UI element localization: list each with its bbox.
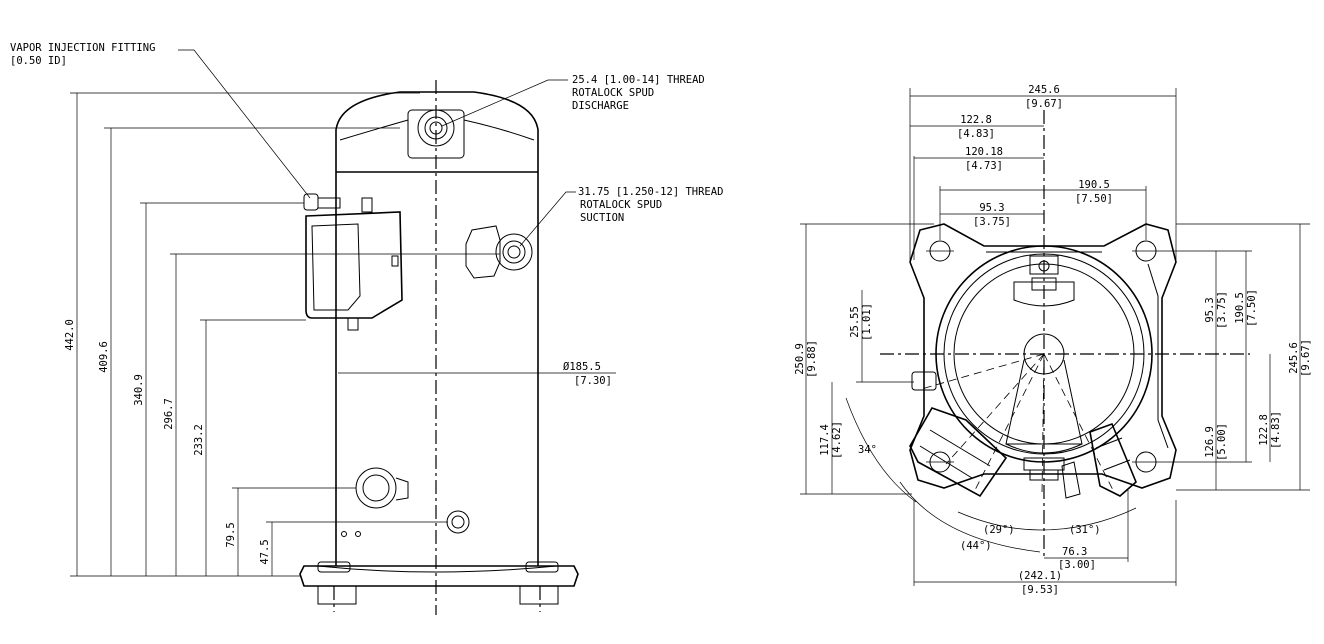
- top-dim-95-3-in: [3.75]: [973, 216, 1011, 228]
- top-dim-190-5: 190.5: [1078, 179, 1110, 191]
- suction-spud-top: [1089, 422, 1137, 497]
- suction-spud-label: ROTALOCK SPUD: [580, 199, 662, 211]
- base-plate: [299, 565, 579, 587]
- right-dim-95-3: 95.3: [1204, 297, 1216, 322]
- diameter-label: Ø185.5: [563, 361, 601, 373]
- oil-fitting: [355, 467, 397, 509]
- top-dim-95-3: 95.3: [979, 202, 1004, 214]
- vapor-injection-top: [911, 371, 937, 391]
- shell-inner: [943, 253, 1145, 455]
- top-dim-120-18-in: [4.73]: [965, 160, 1003, 172]
- right-dim-126-9: 126.9: [1204, 426, 1216, 458]
- shell-outer: [935, 245, 1153, 463]
- left-dim-117-4: 117.4: [819, 424, 831, 456]
- right-dim-245-6-in: [9.67]: [1300, 339, 1312, 377]
- terminal-box-top: [909, 407, 1008, 498]
- right-dim-190-5-in: [7.50]: [1246, 289, 1258, 327]
- dim-340-9: 340.9: [133, 374, 145, 406]
- right-dim-126-9-in: [5.00]: [1216, 423, 1228, 461]
- diameter-label-in: [7.30]: [574, 375, 612, 387]
- process-fitting: [446, 510, 470, 534]
- left-dim-117-4-in: [4.62]: [831, 421, 843, 459]
- left-dim-250-9: 250.9: [794, 343, 806, 375]
- discharge-spud-label: ROTALOCK SPUD: [572, 87, 654, 99]
- angle-29: (29°): [983, 524, 1015, 536]
- dim-296-7: 296.7: [163, 398, 175, 430]
- bottom-dim-76-3-in: [3.00]: [1058, 559, 1096, 571]
- suction-spud: [495, 233, 533, 271]
- right-dim-95-3-in: [3.75]: [1216, 291, 1228, 329]
- left-dim-25-55-in: [1.01]: [861, 303, 873, 341]
- dim-442: 442.0: [64, 319, 76, 351]
- left-dim-25-55: 25.55: [849, 306, 861, 338]
- base-foot-right: [519, 586, 559, 605]
- suction-thread-label: 31.75 [1.250-12] THREAD: [578, 186, 723, 198]
- dome-outline: [335, 91, 539, 172]
- angle-31: (31°): [1069, 524, 1101, 536]
- mounting-base: [909, 223, 1177, 489]
- top-bracket: [1013, 281, 1075, 307]
- angle-arc-29-31: [957, 507, 1137, 531]
- top-dim-190-5-in: [7.50]: [1075, 193, 1113, 205]
- bottom-dim-242-1-in: [9.53]: [1021, 584, 1059, 596]
- right-dim-190-5: 190.5: [1234, 292, 1246, 324]
- top-view: 245.6 [9.67] 122.8 [4.83] 120.18 [4.73] …: [794, 84, 1312, 596]
- dim-409-6: 409.6: [98, 341, 110, 373]
- top-dim-245-6: 245.6: [1028, 84, 1060, 96]
- bottom-dim-242-1: (242.1): [1018, 570, 1062, 582]
- top-dim-122-8-in: [4.83]: [957, 128, 995, 140]
- top-dim-122-8: 122.8: [960, 114, 992, 126]
- dim-47-5: 47.5: [259, 539, 271, 564]
- dim-79-5: 79.5: [225, 522, 237, 547]
- side-view: 442.0 409.6 340.9 296.7 233.2 79.5 47.5 …: [10, 42, 723, 615]
- angle-arc-44: [899, 481, 1041, 553]
- top-dim-120-18: 120.18: [965, 146, 1003, 158]
- angle-arc-34: [845, 397, 917, 503]
- right-dim-122-8-in: [4.83]: [1270, 411, 1282, 449]
- bottom-dim-76-3: 76.3: [1062, 546, 1087, 558]
- discharge-label: DISCHARGE: [572, 100, 629, 112]
- left-dim-250-9-in: [9.88]: [806, 340, 818, 378]
- suction-label: SUCTION: [580, 212, 624, 224]
- top-dim-245-6-in: [9.67]: [1025, 98, 1063, 110]
- angle-34: 34°: [858, 444, 877, 456]
- vapor-injection-size: [0.50 ID]: [10, 55, 67, 67]
- discharge-thread-label: 25.4 [1.00-14] THREAD: [572, 74, 705, 86]
- dim-233-2: 233.2: [193, 424, 205, 456]
- right-dim-122-8: 122.8: [1258, 414, 1270, 446]
- vapor-injection-label: VAPOR INJECTION FITTING: [10, 42, 155, 54]
- terminal-box: [305, 211, 403, 319]
- vapor-injection-fitting: [303, 193, 319, 211]
- angle-44: (44°): [960, 540, 992, 552]
- right-dim-245-6: 245.6: [1288, 342, 1300, 374]
- base-foot-left: [317, 586, 357, 605]
- discharge-spud: [424, 116, 448, 140]
